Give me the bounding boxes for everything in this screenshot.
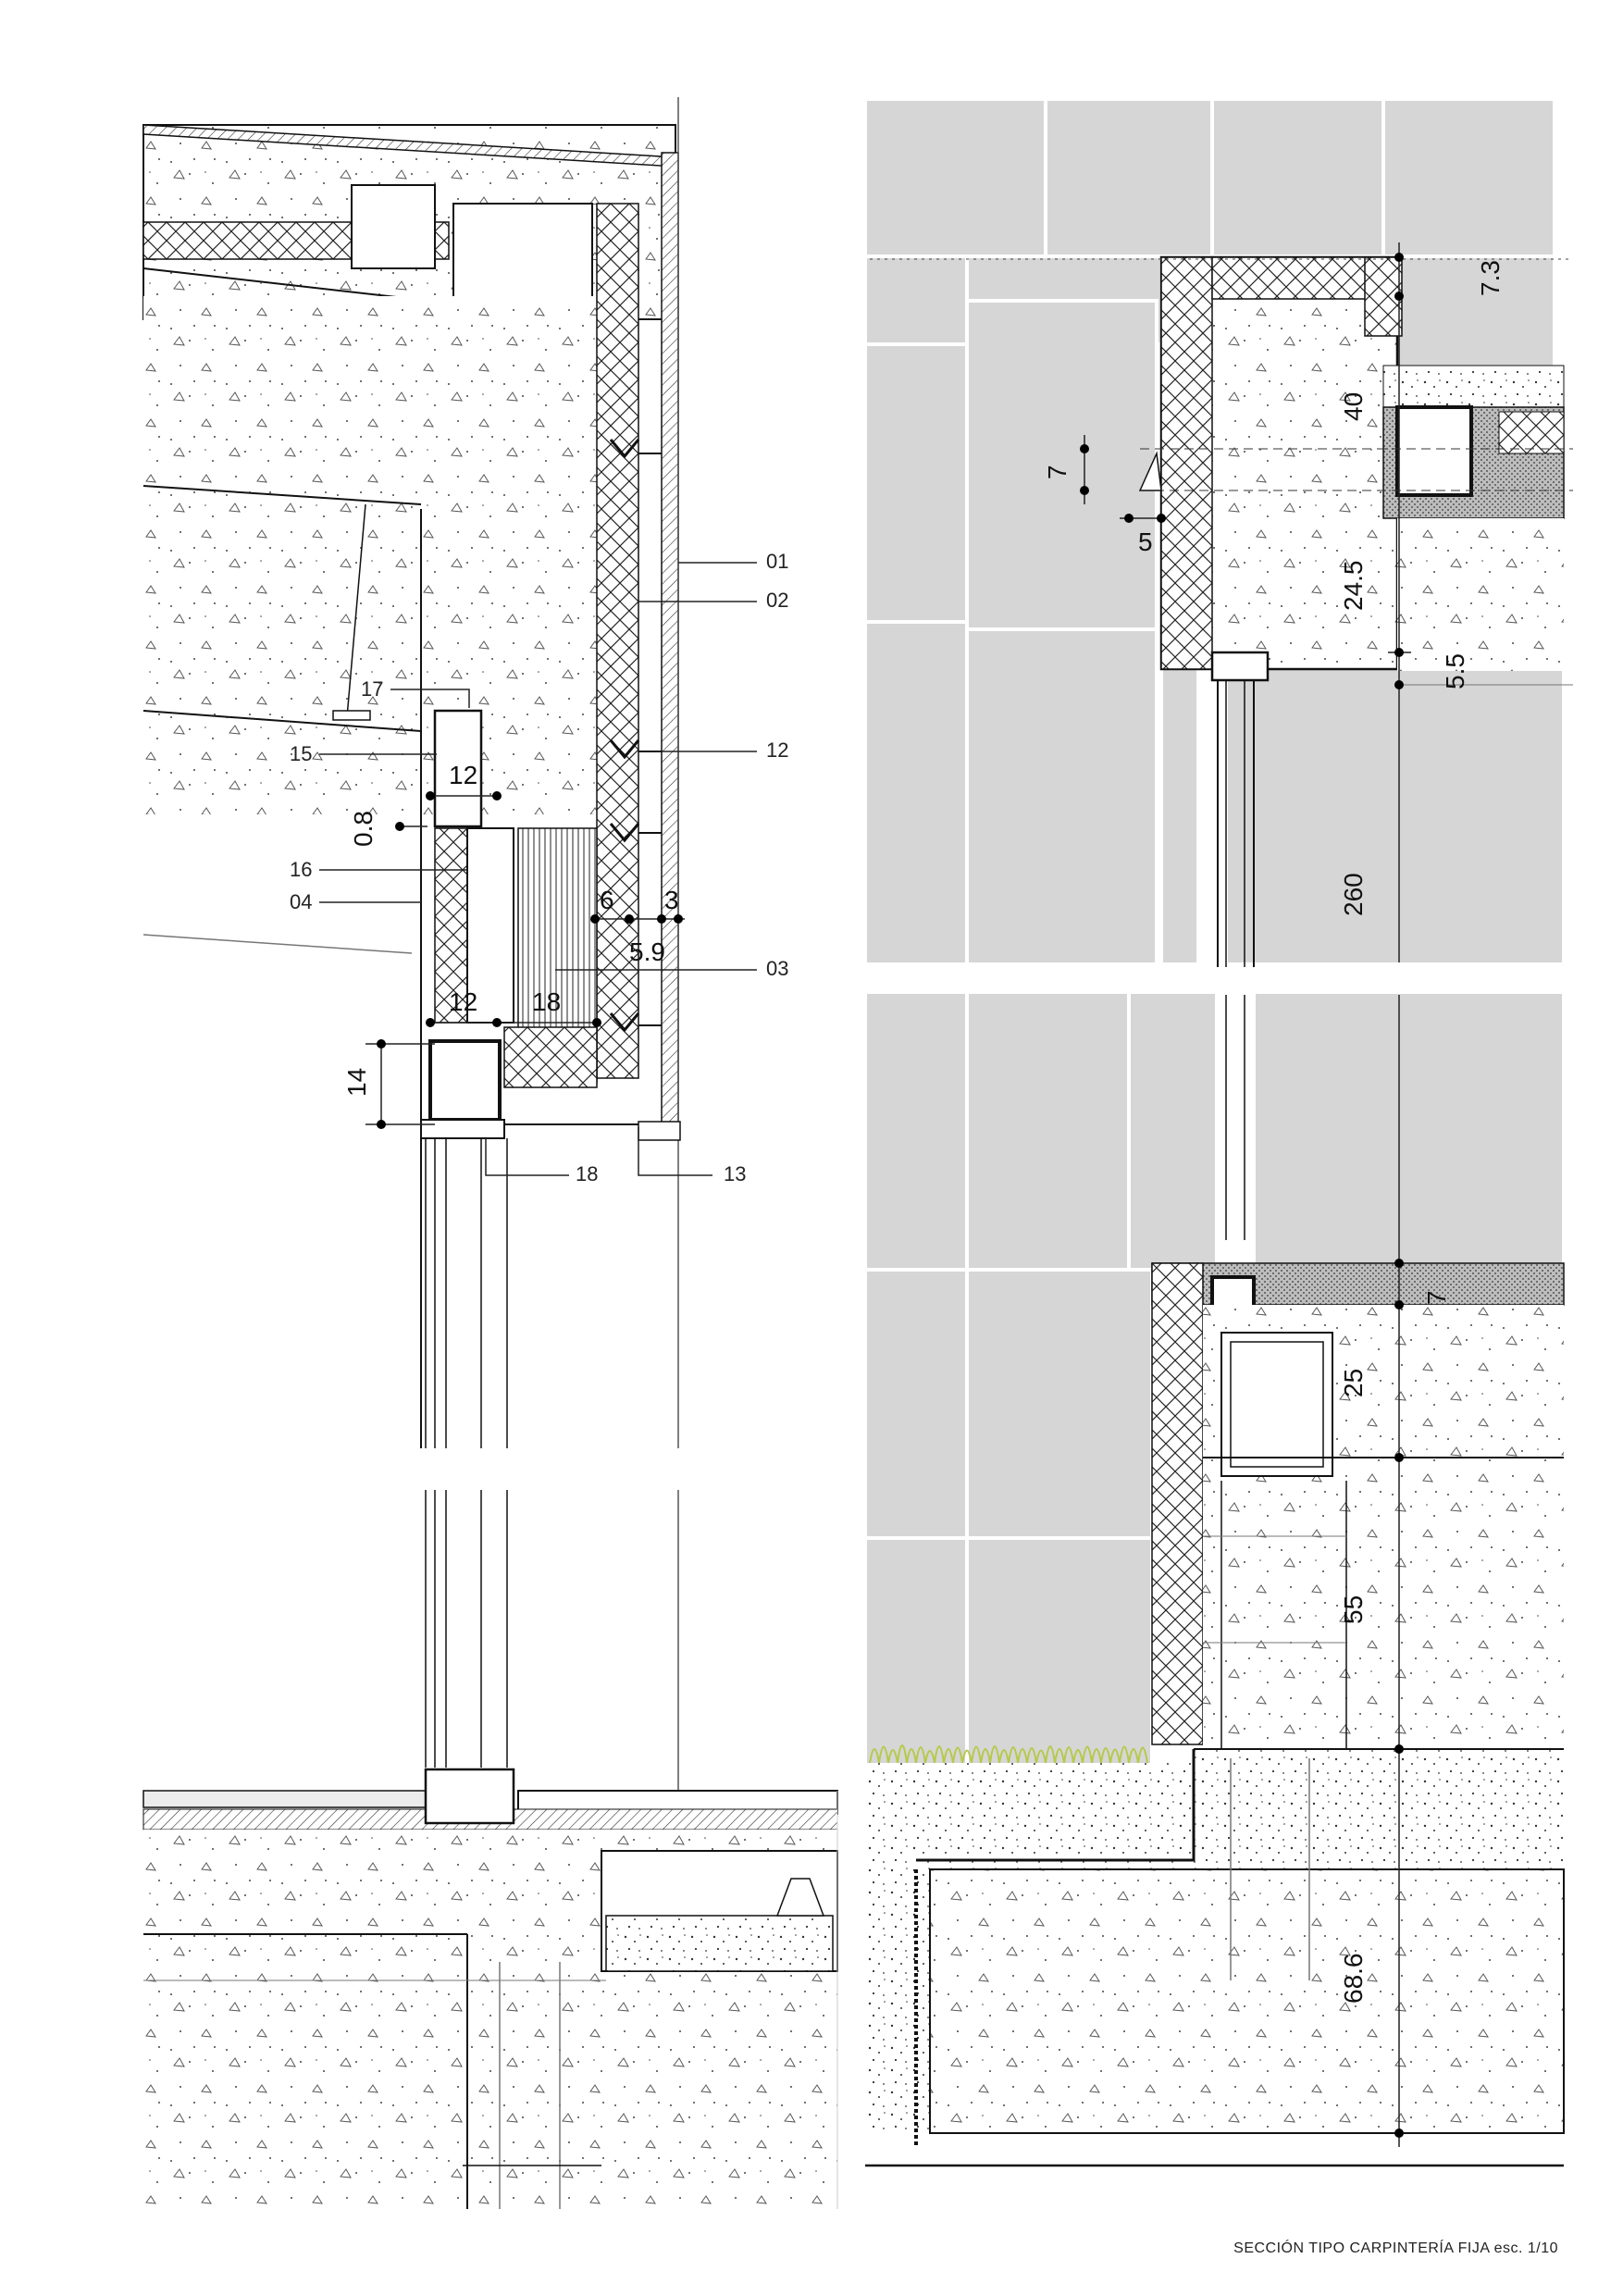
dim-beam: 25 xyxy=(1339,1369,1368,1397)
callout-02: 02 xyxy=(766,589,788,612)
dim-parapet-height: 40 xyxy=(1339,392,1368,421)
dim-floor-finish: 7 xyxy=(1422,1290,1451,1305)
callout-18: 18 xyxy=(576,1162,598,1185)
dim-block-width: 18 xyxy=(532,987,561,1016)
callout-16: 16 xyxy=(290,858,312,881)
dim-glazing-height: 260 xyxy=(1339,873,1368,916)
upper-cladding-panels xyxy=(863,97,1566,966)
callout-12: 12 xyxy=(766,738,788,762)
left-callouts: 01 02 12 03 13 18 17 15 16 04 xyxy=(290,550,788,1185)
dim-gap: 0.8 xyxy=(349,811,378,847)
dim-slab-upper: 24.5 xyxy=(1339,561,1368,612)
upper-glazing xyxy=(420,509,508,1448)
callout-13: 13 xyxy=(724,1162,746,1185)
callout-04: 04 xyxy=(290,890,312,913)
dim-drip: 7 xyxy=(1043,465,1072,479)
callout-03: 03 xyxy=(766,957,788,980)
callout-15: 15 xyxy=(290,742,312,765)
wall-brackets xyxy=(609,439,662,1033)
dim-head-width: 12 xyxy=(449,761,477,789)
dim-foundation: 68.6 xyxy=(1339,1954,1368,2004)
dim-frame-gap: 5.5 xyxy=(1441,653,1469,689)
callout-17: 17 xyxy=(361,677,383,701)
right-detail xyxy=(863,97,1573,2167)
lower-glazing xyxy=(425,1490,679,1791)
dim-cladding: 3 xyxy=(664,886,679,914)
dim-wall-lower: 55 xyxy=(1339,1595,1368,1624)
dim-cladding-offset: 5 xyxy=(1138,527,1153,556)
callout-01: 01 xyxy=(766,550,788,573)
dim-frame-height: 14 xyxy=(342,1068,371,1097)
dim-insulation: 6 xyxy=(600,886,614,914)
left-dimensions: 12 0.8 6 3 5.9 12 18 14 xyxy=(342,761,685,1129)
left-detail xyxy=(142,97,838,2209)
dim-parapet-top: 7.3 xyxy=(1476,260,1505,296)
dim-air-gap: 5.9 xyxy=(629,937,665,966)
dim-frame-width: 12 xyxy=(449,987,477,1016)
right-dimensions: 7.3 40 7 5 24.5 5.5 260 7 25 55 68.6 xyxy=(1043,242,1505,2147)
drawing-title: SECCIÓN TIPO CARPINTERÍA FIJA esc. 1/10 xyxy=(1233,2240,1558,2256)
